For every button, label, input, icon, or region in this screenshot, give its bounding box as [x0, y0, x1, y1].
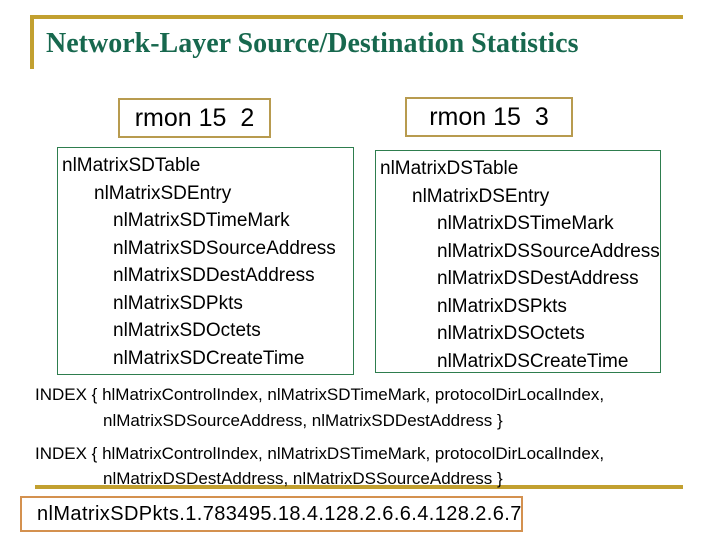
mib-object-sd-pkts: nlMatrixSDPkts — [113, 292, 243, 314]
slide-title: Network-Layer Source/Destination Statist… — [46, 28, 579, 59]
mib-object-sd-timemark: nlMatrixSDTimeMark — [113, 210, 290, 231]
title-left-rule — [30, 15, 34, 69]
mib-object-sd-sourceaddress: nlMatrixSDSourceAddress — [113, 237, 336, 259]
mib-object-sd-table: nlMatrixSDTable — [62, 155, 201, 176]
rmon-ds-oid-box: rmon 15 3 — [405, 97, 573, 137]
mib-object-sd-createtime: nlMatrixSDCreateTime — [113, 347, 305, 369]
mib-object-ds-createtime: nlMatrixDSCreateTime — [437, 350, 629, 372]
oid-example-box: nlMatrixSDPkts.1.783495.18.4.128.2.6.6.4… — [20, 496, 523, 532]
index-clause-ds-line2: nlMatrixDSDestAddress, nlMatrixDSSourceA… — [103, 469, 503, 488]
title-top-rule — [30, 15, 683, 19]
oid-example-text: nlMatrixSDPkts.1.783495.18.4.128.2.6.6.4… — [37, 502, 522, 525]
rmon-sd-oid-box: rmon 15 2 — [118, 98, 271, 138]
mib-object-ds-sourceaddress: nlMatrixDSSourceAddress — [437, 240, 660, 262]
bottom-rule — [35, 485, 683, 489]
index-clause-sd-line1: INDEX { hlMatrixControlIndex, nlMatrixSD… — [35, 385, 605, 404]
mib-object-sd-destaddress: nlMatrixSDDestAddress — [113, 265, 315, 286]
mib-object-ds-octets: nlMatrixDSOctets — [437, 323, 585, 344]
mib-object-ds-pkts: nlMatrixDSPkts — [437, 295, 567, 317]
mib-object-ds-entry: nlMatrixDSEntry — [412, 185, 550, 207]
index-clause-ds-line1: INDEX { hlMatrixControlIndex, nlMatrixDS… — [35, 444, 605, 463]
mib-object-ds-timemark: nlMatrixDSTimeMark — [437, 213, 614, 234]
sd-table-panel: nlMatrixSDTable nlMatrixSDEntry nlMatrix… — [57, 147, 354, 375]
mib-object-ds-table: nlMatrixDSTable — [380, 158, 519, 179]
ds-table-panel: nlMatrixDSTable nlMatrixDSEntry nlMatrix… — [375, 150, 661, 373]
rmon-ds-oid-label: rmon 15 3 — [429, 102, 549, 131]
mib-object-sd-octets: nlMatrixSDOctets — [113, 320, 261, 341]
mib-object-sd-entry: nlMatrixSDEntry — [94, 182, 232, 204]
rmon-sd-oid-label: rmon 15 2 — [134, 103, 255, 132]
mib-object-ds-destaddress: nlMatrixDSDestAddress — [437, 268, 639, 289]
index-clause-sd-line2: nlMatrixSDSourceAddress, nlMatrixSDDestA… — [103, 411, 503, 430]
